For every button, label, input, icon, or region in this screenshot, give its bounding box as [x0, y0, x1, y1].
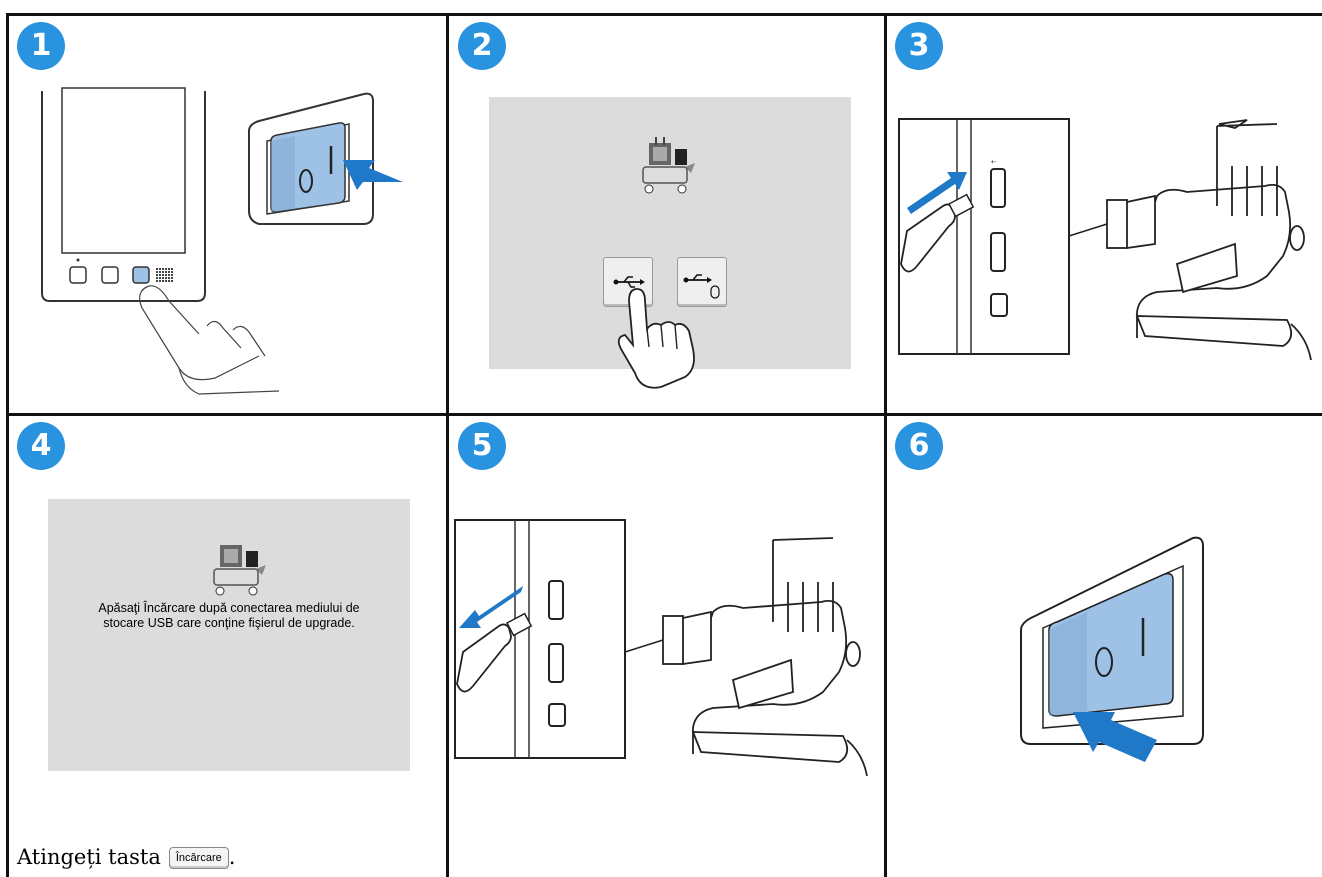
caption-end: . — [229, 845, 236, 869]
step-number-badge: 2 — [458, 22, 506, 70]
screen-message: Apăsaţi Încărcare după conectarea mediul… — [48, 601, 410, 631]
step-number-badge: 4 — [17, 422, 65, 470]
machine-screen — [489, 97, 851, 369]
step-4-cell: 4 Apăsaţi Încărcare după conectarea medi… — [9, 416, 446, 877]
machine-screen: Apăsaţi Încărcare după conectarea mediul… — [48, 499, 410, 771]
instruction-grid: 1 — [6, 13, 1322, 877]
step-2-cell: 2 — [449, 16, 884, 413]
step-caption: Atingeți tasta Încărcare. — [17, 845, 235, 870]
step-6-cell: 6 — [887, 416, 1322, 877]
pointing-hand-icon — [489, 97, 851, 369]
caption-text: Atingeți tasta — [17, 845, 161, 869]
power-switch-illustration — [9, 16, 446, 413]
step-3-cell: 3 ⇠ — [887, 16, 1322, 413]
svg-text:⇠: ⇠ — [991, 158, 997, 166]
embroidery-machine-icon — [663, 538, 867, 776]
load-key-button[interactable]: Încărcare — [169, 847, 229, 869]
usb-remove-illustration — [449, 416, 884, 877]
step-1-cell: 1 — [9, 16, 446, 413]
embroidery-machine-icon — [1107, 120, 1311, 360]
usb-insert-illustration: ⇠ — [887, 16, 1322, 413]
power-switch-illustration — [887, 416, 1322, 877]
embroidery-machine-icon — [48, 499, 410, 771]
step-5-cell: 5 — [449, 416, 884, 877]
